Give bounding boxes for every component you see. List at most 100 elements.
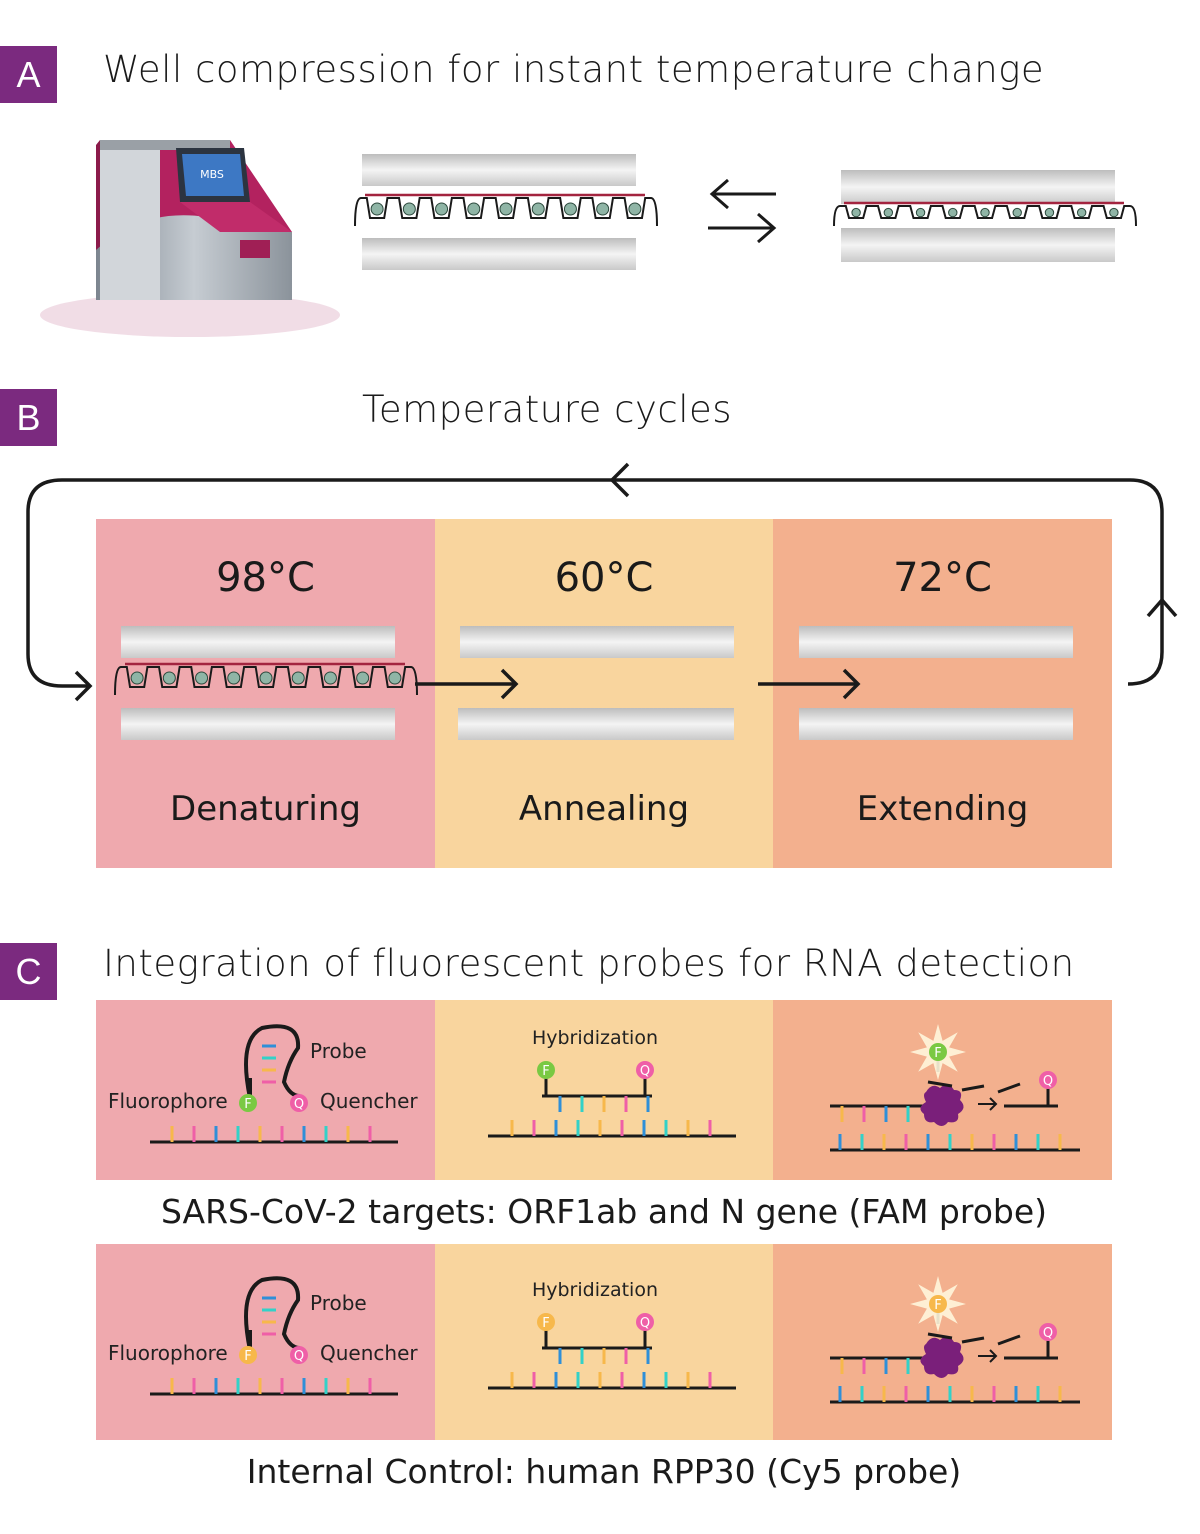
row1-probe-panel [96,1000,435,1180]
sample-droplet [323,671,337,685]
sample-droplet [851,207,861,218]
fluorophore-dot-letter: F [542,1316,549,1331]
sample-droplet [948,207,958,218]
sample-droplet [1012,207,1022,218]
fluorophore-dot [537,1313,555,1331]
section-a-title: Well compression for instant temperature… [103,48,1045,91]
sample-droplet [628,202,642,216]
sample-droplet [1044,207,1055,218]
heating-plates [114,154,1137,740]
annealing-top-plate [460,626,734,658]
fluorophore-dot-letter: F [934,1298,941,1313]
top-plate-open [362,154,636,186]
fluorophore-dot [239,1094,257,1112]
sample-droplet [596,202,610,216]
quencher-dot-letter: Q [1043,1326,1053,1341]
fluorophore-label: Fluorophore [108,1341,228,1365]
section-c-badge: C [0,943,57,1000]
quencher-dot-letter: Q [294,1349,304,1364]
extending-label: Extending [856,789,1029,829]
device-screen-brand: MBS [200,168,224,181]
cleaved-fragment [961,1084,985,1092]
sample-droplet [259,671,273,685]
quencher-dot [1039,1323,1057,1341]
section-b-badge: B [0,389,57,446]
sample-droplet [388,671,402,685]
sample-droplet [1109,207,1119,218]
probe-strand [244,1024,301,1099]
row1-hybridization-panel [435,1000,773,1180]
quencher-dot-letter: Q [294,1097,304,1112]
denaturing-top-plate [121,626,395,658]
fluorophore-dot-letter: F [542,1064,549,1079]
hybridization-label: Hybridization [532,1027,658,1049]
cleaved-fragment [961,1336,985,1344]
cleaved-fragment [997,1334,1021,1346]
step-arrows [415,668,861,700]
row2-cleavage: QF [830,1276,1080,1404]
row1-cleavage: QF [830,1024,1080,1152]
sample-droplet [883,207,894,218]
section-a-badge: A [0,46,57,103]
cleaved-fragment [927,1080,953,1088]
probe-label: Probe [310,1039,367,1063]
sample-droplet [356,671,370,685]
polymerase-enzyme [920,1336,964,1378]
cleaved-fragment [927,1332,953,1340]
extending-panel: 72°C Extending [773,519,1112,868]
denaturing-label: Denaturing [170,789,361,829]
denaturing-well-strip [114,662,418,696]
sample-droplet [195,671,209,685]
cycle-loop-arrow [26,462,1178,702]
quencher-label: Quencher [320,1341,418,1365]
probe-strand [244,1276,301,1351]
well-strip-compressed [833,201,1137,227]
sample-droplet [162,671,176,685]
fluorophore-dot [929,1295,947,1313]
quencher-dot [636,1313,654,1331]
fluorophore-dot [929,1043,947,1061]
quencher-dot-letter: Q [640,1316,650,1331]
quencher-dot-letter: Q [1043,1074,1053,1089]
quencher-label: Quencher [320,1089,418,1113]
extending-top-plate [799,626,1073,658]
sample-droplet [980,207,990,218]
fluorophore-dot-letter: F [244,1349,251,1364]
sample-droplet [130,671,144,685]
row2-hybridization-panel [435,1244,773,1440]
section-b-title: Temperature cycles [362,388,733,431]
row2-caption: Internal Control: human RPP30 (Cy5 probe… [96,1440,1112,1502]
compression-toggle-arrows [708,178,777,244]
sample-droplet [402,202,416,216]
row1-caption: SARS-CoV-2 targets: ORF1ab and N gene (F… [96,1180,1112,1242]
polymerase-enzyme [920,1084,964,1126]
sample-droplet [1076,207,1087,218]
section-c-title: Integration of fluorescent probes for RN… [103,942,1075,985]
sample-droplet [291,671,305,685]
cleaved-fragment [997,1082,1021,1094]
annealing-bottom-plate [458,708,734,740]
annealing-label: Annealing [518,789,690,829]
denaturing-temperature: 98°C [216,555,315,601]
quencher-dot-letter: Q [640,1064,650,1079]
fluorophore-dot-letter: F [934,1046,941,1061]
quencher-dot [636,1061,654,1079]
well-strip-open [354,193,658,227]
fluorophore-dot-letter: F [244,1097,251,1112]
fluorophore-dot [537,1061,555,1079]
sample-droplet [227,671,241,685]
sample-droplet [435,202,449,216]
denaturing-panel: 98°C Denaturing [96,519,435,868]
fluorophore-dot [239,1346,257,1364]
pcr-device-illustration: MBS [40,140,340,337]
row2-probe-panel [96,1244,435,1440]
extending-temperature: 72°C [893,555,992,601]
quencher-dot [290,1094,308,1112]
cleavage-arrow [978,1349,998,1363]
